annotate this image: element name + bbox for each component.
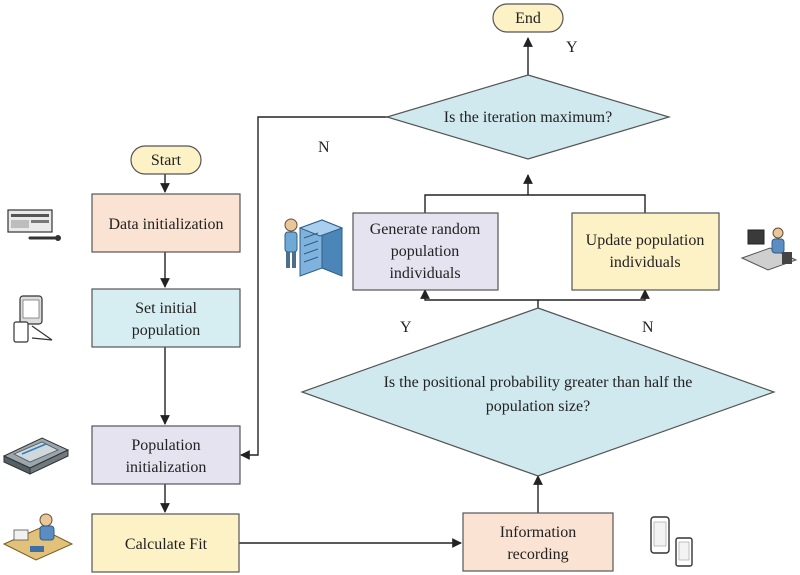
decision-iter-diamond [384,74,672,160]
pop-init-label-line2: initialization [126,459,207,476]
info-rec-label-line2: recording [507,546,568,563]
data-init-label: Data initialization [108,216,223,233]
pop-init-box [91,425,241,485]
iter-no-label: N [318,139,330,156]
mobile-devices-icon [650,516,693,567]
info-rec-node: Information recording [462,512,614,572]
end-label: End [515,10,541,27]
gen-random-label-line2: population [391,243,459,260]
pop-init-node: Population initialization [91,425,241,485]
calculate-fit-node: Calculate Fit [91,513,240,573]
tablet-device-icon [13,295,53,343]
set-initial-box [91,288,241,348]
data-init-box [91,193,241,253]
end-terminal [492,3,564,33]
decision-iter-node: Is the iteration maximum? [384,74,672,160]
edges [160,37,650,548]
calculate-fit-label: Calculate Fit [125,536,208,553]
update-pop-label-line2: individuals [609,254,680,271]
set-initial-label-line2: population [132,322,200,339]
iter-yes-label: Y [566,39,578,56]
prob-yes-label: Y [400,319,412,336]
info-rec-label-line1: Information [500,524,576,541]
start-node: Start [130,145,202,175]
set-initial-label-line1: Set initial [135,300,197,317]
laptop-browser-icon [7,209,61,241]
desk-worker-icon [2,513,74,561]
gen-random-box [352,212,499,291]
update-pop-label-line1: Update population [586,232,705,249]
end-node: End [492,3,564,33]
start-terminal [130,145,202,175]
decision-iter-label: Is the iteration maximum? [444,109,612,126]
edge-iter-no-to-pop-init [240,116,388,460]
calculate-fit-box [91,513,240,573]
update-pop-node: Update population individuals [571,212,720,291]
start-label: Start [151,152,182,169]
set-initial-node: Set initial population [91,288,241,348]
edge-gen-random-to-decision-iter [424,194,646,213]
gen-random-label-line3: individuals [389,265,460,282]
gen-random-label-line1: Generate random [370,221,481,238]
pop-init-label-line1: Population [131,437,200,454]
info-rec-box [462,512,614,572]
prob-no-label: N [642,319,654,336]
decision-prob-label-line1: Is the positional probability greater th… [384,374,693,391]
scanner-device-icon [2,437,70,475]
decision-prob-node: Is the positional probability greater th… [300,307,776,477]
update-pop-box [571,212,720,291]
edge-prob-no-to-update-pop [538,289,650,301]
edge-prob-yes-to-gen-random [420,289,539,308]
data-init-node: Data initialization [91,193,241,253]
decision-prob-label-line2: population size? [486,398,590,415]
gen-random-node: Generate random population individuals [352,212,499,291]
decision-prob-diamond [300,307,776,477]
server-operator-icon [284,218,344,277]
computer-desk-icon [740,227,798,271]
